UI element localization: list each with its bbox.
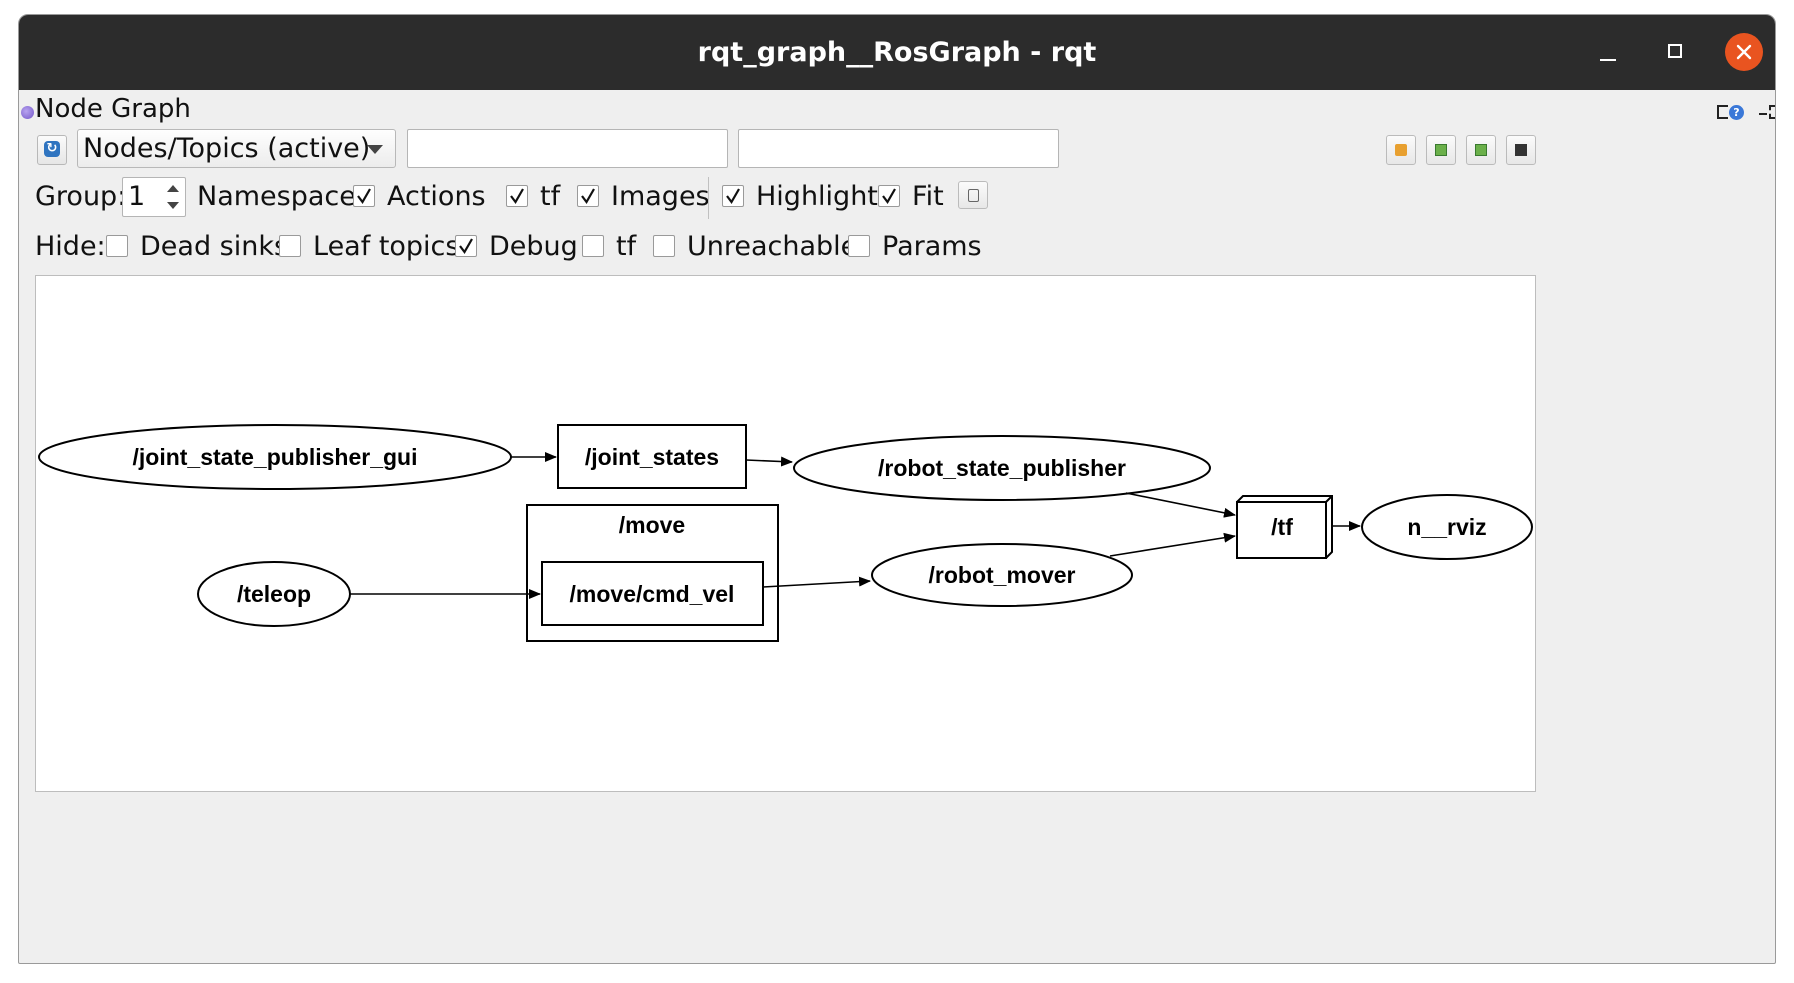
minimize-button[interactable] [1589,33,1627,71]
namespace-move-box [526,504,779,642]
node-rviz[interactable] [1361,494,1533,560]
close-icon [1736,44,1752,60]
image-icon [1515,144,1527,156]
tf-group-checkbox[interactable] [577,185,599,207]
panel-title: Node Graph [35,94,191,124]
leaf-topics-checkbox[interactable] [279,235,301,257]
title-bar[interactable]: rqt_graph__RosGraph - rqt [19,15,1775,90]
graph-canvas[interactable]: /move /joint_state_publisher_gui /joint_… [35,275,1536,792]
chevron-down-icon [367,145,383,154]
node-robot-state-publisher-label: /robot_state_publisher [878,455,1126,481]
params-label: Params [882,231,982,262]
edge-robot-mover-to-tf [1109,532,1236,557]
dock-icon[interactable] [1717,105,1728,119]
checkmark-icon [882,188,896,204]
app-window: rqt_graph__RosGraph - rqt Node Graph ? ↻… [18,14,1776,964]
checkmark-icon [357,188,371,204]
topic-joint-states[interactable] [557,424,747,489]
checkmark-icon [726,188,740,204]
graph-type-value: Nodes/Topics (active) [83,133,371,164]
unreachable-checkbox[interactable] [653,235,675,257]
highlight-label: Highlight [756,181,878,212]
checkmark-icon [459,238,473,254]
group-label: Group: [35,181,127,212]
group-spinbox[interactable]: 1 [122,177,186,217]
tf-group-label: tf [540,181,561,212]
edge-cmd-vel-to-robot-mover [762,576,871,588]
checkmark-icon [581,188,595,204]
node-robot-mover[interactable] [871,543,1133,607]
folder-icon [1395,144,1407,156]
refresh-button[interactable]: ↻ [37,135,67,165]
images-label: Images [611,181,710,212]
checkmark-icon [510,188,524,204]
graph-type-dropdown[interactable]: Nodes/Topics (active) [77,129,396,168]
refresh-icon: ↻ [44,141,60,157]
minimize-panel-icon[interactable] [1759,113,1767,115]
actions-label: Actions [387,181,486,212]
topic-tf[interactable] [1236,495,1333,559]
debug-label: Debug [489,231,578,262]
edge-robot-state-publisher-to-tf [1125,492,1236,518]
topic-tf-label: /tf [1271,514,1293,540]
save-icon [1475,144,1487,156]
dead-sinks-checkbox[interactable] [106,235,128,257]
unreachable-label: Unreachable [687,231,858,262]
namespaces-checkbox[interactable] [353,185,375,207]
debug-checkbox[interactable] [455,235,477,257]
load-dot-button[interactable] [1386,135,1416,165]
dead-sinks-label: Dead sinks [140,231,289,262]
tf-hide-label: tf [616,231,637,262]
leaf-topics-label: Leaf topics [313,231,460,262]
save-dot-button[interactable] [1426,135,1456,165]
toolbar-separator [708,177,709,219]
spin-up-icon[interactable] [167,185,179,192]
node-robot-state-publisher[interactable] [793,435,1211,501]
edge-joint-states-to-robot-state-publisher [745,456,793,467]
fit-icon [968,189,979,202]
topic-filter-input[interactable] [738,129,1059,168]
maximize-button[interactable] [1657,33,1695,71]
topic-joint-states-label: /joint_states [585,444,719,470]
close-button[interactable] [1725,33,1763,71]
fit-checkbox[interactable] [878,185,900,207]
params-checkbox[interactable] [848,235,870,257]
node-joint-state-publisher-gui-label: /joint_state_publisher_gui [133,444,418,470]
spin-down-icon[interactable] [167,202,179,209]
highlight-checkbox[interactable] [722,185,744,207]
node-filter-input[interactable] [407,129,728,168]
fit-label: Fit [912,181,944,212]
actions-checkbox[interactable] [506,185,528,207]
group-value: 1 [128,181,146,212]
plugin-icon [21,106,34,119]
save-icon [1435,144,1447,156]
topic-move-cmd-vel-label: /move/cmd_vel [570,581,735,607]
namespaces-label: Namespaces [197,181,370,212]
namespace-move-label: /move [619,512,685,538]
help-icon[interactable]: ? [1729,105,1744,120]
node-rviz-label: n__rviz [1407,514,1486,540]
node-robot-mover-label: /robot_mover [929,562,1076,588]
float-panel-icon[interactable] [1769,105,1775,119]
tf-hide-checkbox[interactable] [582,235,604,257]
ros-graph: /move /joint_state_publisher_gui /joint_… [38,424,1533,642]
save-image-button[interactable] [1506,135,1536,165]
topic-move-cmd-vel[interactable] [541,561,764,626]
hide-label: Hide: [35,231,106,262]
fit-in-view-button[interactable] [958,181,988,209]
window-title: rqt_graph__RosGraph - rqt [697,37,1097,68]
save-svg-button[interactable] [1466,135,1496,165]
node-teleop-label: /teleop [237,581,311,607]
